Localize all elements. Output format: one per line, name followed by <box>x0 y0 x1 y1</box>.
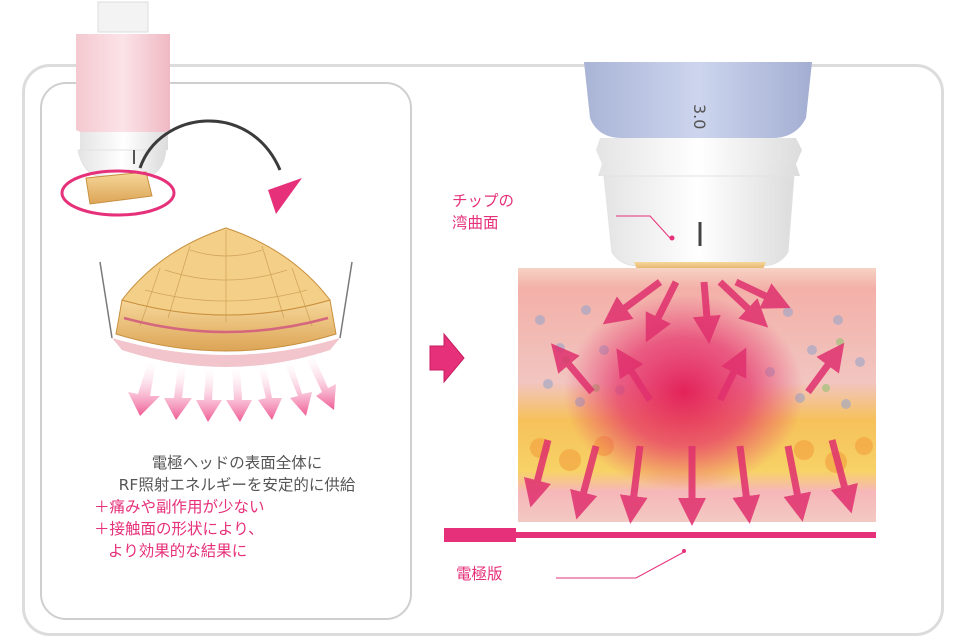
electrode-head-enlarged <box>99 227 353 367</box>
tip-label-line-2: 湾曲面 <box>452 214 499 232</box>
plate-leader-line <box>556 551 685 579</box>
large-handpiece: 3.0 <box>584 62 812 272</box>
tip-curved-surface-label: チップの 湾曲面 <box>452 190 514 234</box>
skin-cross-section <box>518 268 876 522</box>
caption-line-2: RF照射エネルギーを安定的に供給 <box>118 476 356 494</box>
benefit-2: ＋接触面の形状により、 <box>94 520 264 538</box>
small-handpiece <box>76 1 170 205</box>
left-caption: 電極ヘッドの表面全体に RF照射エネルギーを安定的に供給 ＋痛みや副作用が少ない… <box>92 452 412 562</box>
benefit-3: より効果的な結果に <box>108 542 248 560</box>
curved-arrow <box>138 119 282 171</box>
curved-arrow-head <box>268 178 302 214</box>
electrode-plate-label: 電極版 <box>456 565 503 583</box>
handle-size-label: 3.0 <box>690 104 709 129</box>
transition-arrow <box>429 332 465 384</box>
electrode-plate <box>444 528 876 542</box>
benefit-1: ＋痛みや副作用が少ない <box>94 498 265 516</box>
tip-label-line-1: チップの <box>452 192 515 210</box>
caption-line-1: 電極ヘッドの表面全体に <box>151 454 323 472</box>
rf-energy-arrows-skin <box>523 278 858 526</box>
tip-leader-line <box>616 215 671 239</box>
rf-energy-arrows-down <box>128 356 336 422</box>
tip-highlight-ring <box>60 169 176 217</box>
